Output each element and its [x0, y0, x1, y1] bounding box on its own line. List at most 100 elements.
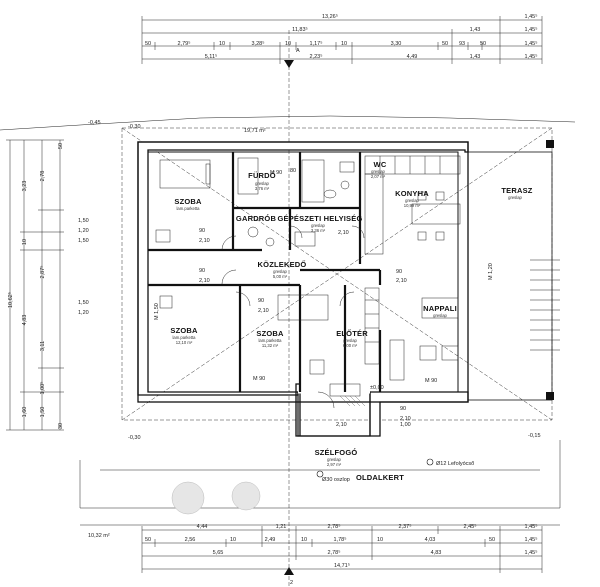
dim-label: 50: [145, 537, 151, 543]
dim-label: 93: [459, 41, 465, 47]
dim-label: 1,43: [470, 27, 481, 33]
dim-label: 4,03: [425, 537, 436, 543]
dim-overall-depth: 10,62⁵: [7, 292, 14, 308]
opening-label: 90: [400, 406, 406, 412]
opening-label: 2,10: [338, 230, 349, 236]
dim-label: 10: [230, 537, 236, 543]
dim-label: 10: [341, 41, 347, 47]
room-bedroom-2-name: SZOBA: [170, 326, 198, 335]
dim-label: 10: [219, 41, 225, 47]
room-kitchen-name: KONYHA: [395, 189, 429, 198]
room-bedroom-3-area: 11,32 m²: [262, 343, 279, 348]
room-wc-floor: greslap: [371, 169, 385, 174]
side-garden-label: OLDALKERT: [356, 473, 404, 482]
dim-terrace-width: 1,45⁵: [525, 13, 538, 20]
opening-label: 90: [199, 228, 205, 234]
area-note: 19,71 m²: [244, 128, 266, 134]
section-line-a: A 2: [284, 30, 300, 587]
note-column: Ø30 oszlop: [322, 477, 350, 483]
dim-label: 5,65: [213, 550, 224, 556]
room-bathroom-floor: greslap: [255, 181, 269, 186]
dim-label: 2,78⁵: [328, 523, 341, 530]
dim-label: 10: [377, 537, 383, 543]
dim-label: 50: [58, 143, 64, 149]
furniture: [155, 155, 461, 407]
dim-label: 4,44: [197, 524, 208, 530]
room-bathroom-name: FÜRDŐ: [248, 171, 276, 180]
dim-label: 2,78⁵: [328, 549, 341, 556]
dim-label: 1,50: [78, 300, 89, 306]
room-wardrobe-name: GARDRÓB: [236, 214, 277, 223]
dim-label: 1,43: [470, 54, 481, 60]
section-label: 2: [290, 580, 293, 586]
dim-label: 1,17⁵: [310, 40, 323, 47]
opening-label: 80: [290, 168, 296, 174]
room-terrace-floor: greslap: [508, 195, 522, 200]
room-bedroom-1-floor: lam.parketta: [176, 206, 200, 211]
room-kitchen-floor: greslap: [405, 198, 419, 203]
column-icon: [316, 470, 324, 478]
dim-label: 2,78: [40, 171, 46, 182]
opening-label: 1,00: [400, 422, 411, 428]
top-dimensions: 13,26⁵ 1,45⁵ 11,83⁵ 1,43 1,45⁵ 50 2,79⁵ …: [141, 13, 543, 64]
dim-label: 1,00⁵: [39, 382, 46, 395]
room-corridor-area: 5,00 m²: [273, 274, 288, 279]
dim-label: 1,45⁵: [525, 40, 538, 47]
room-vestibule-name: SZÉLFOGÓ: [315, 448, 358, 457]
room-wc-name: WC: [374, 160, 387, 169]
room-kitchen-area: 10,99 m²: [404, 203, 421, 208]
dim-label: 2,79⁵: [178, 40, 191, 47]
dim-label: 3,28⁵: [252, 40, 265, 47]
room-vestibule-area: 2,97 m²: [327, 462, 342, 467]
dim-label: 30: [58, 423, 64, 429]
bottom-dimensions: 4,44 1,21 2,78⁵ 2,37⁵ 2,45⁵ 1,45⁵ 50 2,5…: [141, 523, 543, 573]
opening-label: M 90: [270, 170, 282, 176]
dim-label: 4,83: [431, 550, 442, 556]
dim-label: 10: [22, 239, 28, 245]
room-vestibule-floor: greslap: [327, 457, 341, 462]
dim-label: 2,87⁵: [39, 266, 46, 279]
room-bedroom-3-floor: lam.parketta: [258, 338, 282, 343]
dim-label: 50: [442, 41, 448, 47]
opening-label: 2,10: [396, 278, 407, 284]
level-label: -0,30: [128, 124, 141, 130]
door-swings: [221, 225, 365, 409]
level-label: -0,15: [528, 433, 541, 439]
opening-label: 1,20: [78, 310, 89, 316]
dim-label: 1,21: [276, 524, 287, 530]
dim-label: 50: [145, 41, 151, 47]
dim-label: 50: [489, 537, 495, 543]
opening-label: 1,50: [78, 238, 89, 244]
room-bedroom-2-floor: lam.parketta: [172, 335, 196, 340]
dim-label: 2,23⁵: [310, 53, 323, 60]
roof-outline: [0, 115, 576, 421]
opening-label: 90: [199, 268, 205, 274]
note-gutter: Ø12 Lefolyócső: [436, 461, 474, 467]
dim-label: 5,11⁵: [205, 53, 218, 60]
room-living-name: NAPPALI: [423, 304, 457, 313]
opening-label: M 1,20: [488, 263, 494, 280]
dim-overall-width-bottom: 14,71⁵: [334, 562, 350, 569]
level-label: -0,45: [88, 120, 101, 126]
dim-label: 1,45⁵: [525, 536, 538, 543]
dim-label: 1,50: [78, 218, 89, 224]
dim-label: 1,45⁵: [525, 53, 538, 60]
opening-label: 90: [396, 269, 402, 275]
opening-label: 90: [258, 298, 264, 304]
opening-labels: 90 2,10 90 2,10 80 2,10 90 2,10 90 2,10 …: [78, 168, 494, 428]
room-terrace-name: TERASZ: [501, 186, 532, 195]
dim-label: 2,45⁵: [464, 523, 477, 530]
dim-label: 3,11: [40, 341, 46, 351]
room-corridor-name: KÖZLEKEDŐ: [258, 260, 307, 269]
dim-label: 4,49: [407, 54, 418, 60]
room-living-floor: greslap: [433, 313, 447, 318]
terrace-area: [467, 140, 560, 401]
exterior-walls: [137, 141, 469, 437]
dim-label: 4,83: [22, 315, 28, 326]
room-mechanical-name: GÉPÉSZETI HELYISÉG: [277, 214, 362, 223]
dim-label: 1,78⁵: [334, 536, 347, 543]
area-note: 10,32 m²: [88, 533, 110, 539]
dim-label: 1,60: [22, 407, 28, 418]
level-label: ±0,00: [370, 385, 384, 391]
